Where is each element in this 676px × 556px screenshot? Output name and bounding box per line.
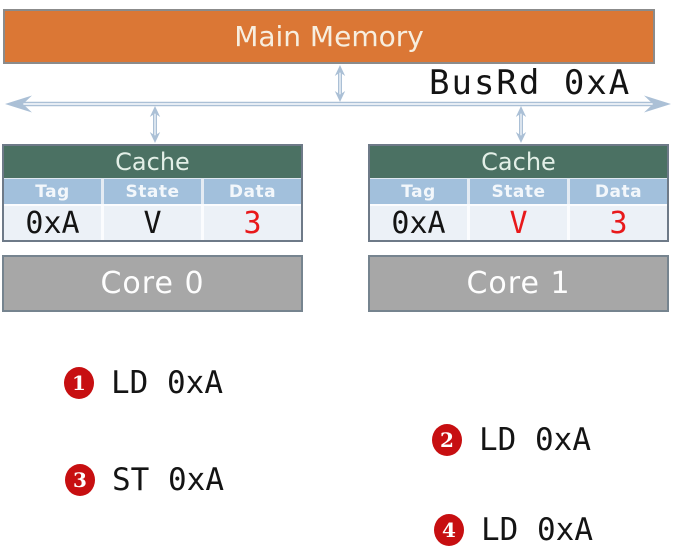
operation-1-number-badge: 1 xyxy=(64,367,94,399)
cache0-header-row: Tag State Data xyxy=(4,178,301,204)
operation-2: 2 LD 0xA xyxy=(432,422,591,458)
main-memory-box: Main Memory xyxy=(3,9,655,64)
cache0-tag-value: 0xA xyxy=(25,205,80,241)
cache1-tag-value: 0xA xyxy=(391,205,446,241)
cache0-value-row: 0xA V 3 xyxy=(4,204,301,241)
operation-4-number-badge: 4 xyxy=(434,514,464,546)
bus-double-arrow-icon xyxy=(5,95,671,113)
core0-label: Core 0 xyxy=(100,266,205,301)
operation-1-instruction: LD 0xA xyxy=(111,365,223,401)
bus-transaction-label: BusRd 0xA xyxy=(429,63,632,103)
cache1-table: Cache Tag State Data 0xA V 3 xyxy=(368,144,669,242)
operation-4: 4 LD 0xA xyxy=(434,512,593,548)
cache1-state-value: V xyxy=(467,206,567,241)
cache0-header-data: Data xyxy=(201,179,301,204)
operation-3-number-badge: 3 xyxy=(65,464,95,496)
cache0-header-tag: Tag xyxy=(35,181,70,202)
cache1-data-value: 3 xyxy=(567,206,667,241)
cache0-table: Cache Tag State Data 0xA V 3 xyxy=(2,144,303,242)
operation-2-number-badge: 2 xyxy=(432,424,462,456)
cache1-title: Cache xyxy=(370,146,667,178)
cache1-header-state: State xyxy=(467,179,567,204)
cache0-bus-connector-arrow-icon xyxy=(149,106,161,143)
operation-1: 1 LD 0xA xyxy=(64,365,223,401)
operation-3: 3 ST 0xA xyxy=(65,462,224,498)
cache1-value-row: 0xA V 3 xyxy=(370,204,667,241)
cache1-bus-connector-arrow-icon xyxy=(515,106,527,143)
cache0-header-state: State xyxy=(101,179,201,204)
cache1-header-tag: Tag xyxy=(401,181,436,202)
core1-box: Core 1 xyxy=(368,255,669,312)
cache0-title: Cache xyxy=(4,146,301,178)
core1-label: Core 1 xyxy=(466,266,571,301)
main-memory-label: Main Memory xyxy=(234,20,424,53)
cache1-header-data: Data xyxy=(567,179,667,204)
cache1-header-row: Tag State Data xyxy=(370,178,667,204)
memory-bus-connector-arrow-icon xyxy=(334,65,346,102)
operation-2-instruction: LD 0xA xyxy=(479,422,591,458)
core0-box: Core 0 xyxy=(2,255,303,312)
operation-3-instruction: ST 0xA xyxy=(112,462,224,498)
cache0-state-value: V xyxy=(101,206,201,241)
operation-4-instruction: LD 0xA xyxy=(481,512,593,548)
cache0-data-value: 3 xyxy=(201,206,301,241)
